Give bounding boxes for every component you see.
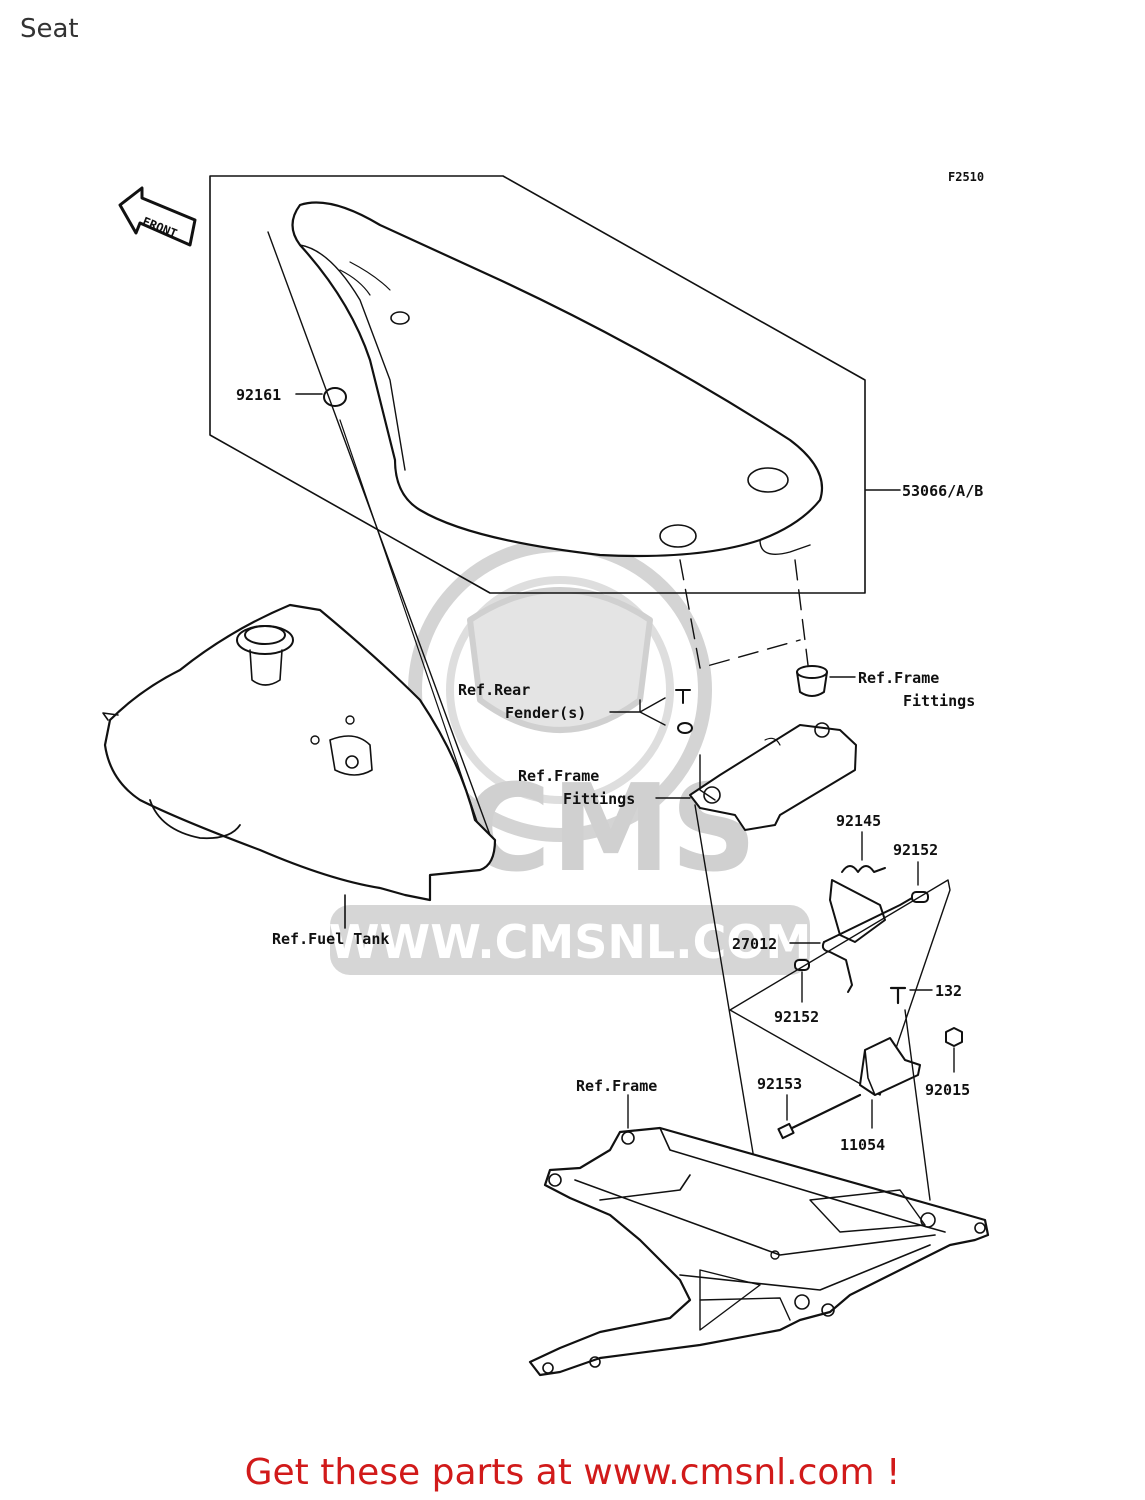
nut-92015 — [945, 1027, 963, 1047]
label-92152-upper: 92152 — [893, 841, 938, 859]
rear-fender-bolt — [675, 689, 691, 704]
cms-watermark: CMS WWW.CMSNL.COM — [329, 538, 812, 975]
label-ref-frame-fittings-mid-1: Ref.Frame — [518, 767, 599, 785]
page-title: Seat — [20, 14, 79, 44]
seat — [291, 201, 824, 558]
label-92152-lower: 92152 — [774, 1008, 819, 1026]
label-ref-rear-fender-1: Ref.Rear — [458, 681, 530, 699]
label-ref-rear-fender-2: Fender(s) — [505, 704, 586, 722]
spring-92145 — [841, 865, 886, 873]
label-ref-fuel-tank: Ref.Fuel Tank — [272, 930, 389, 948]
rear-fender-washer — [677, 722, 693, 734]
label-92145: 92145 — [836, 812, 881, 830]
label-92161: 92161 — [236, 386, 281, 404]
label-132: 132 — [935, 982, 962, 1000]
seat-assembly-outline — [209, 175, 866, 594]
rear-frame — [528, 1126, 990, 1377]
front-arrow-icon: FRONT — [118, 186, 197, 247]
label-92153: 92153 — [757, 1075, 802, 1093]
diagram-code: F2510 — [948, 170, 984, 184]
footer-link[interactable]: Get these parts at www.cmsnl.com ! — [244, 1452, 901, 1493]
collar-92152-lower — [794, 959, 810, 971]
grommet-92161 — [323, 387, 347, 407]
label-92015: 92015 — [925, 1081, 970, 1099]
label-27012: 27012 — [732, 935, 777, 953]
label-11054: 11054 — [840, 1136, 885, 1154]
label-ref-frame: Ref.Frame — [576, 1077, 657, 1095]
bracket-11054 — [859, 1037, 921, 1096]
watermark-url: WWW.CMSNL.COM — [329, 915, 812, 969]
label-ref-frame-fittings-top-1: Ref.Frame — [858, 669, 939, 687]
frame-fitting-housing — [689, 722, 857, 831]
frame-fitting-bushing — [796, 665, 828, 697]
label-ref-frame-fittings-mid-2: Fittings — [563, 790, 635, 808]
fuel-tank — [102, 603, 497, 902]
latch-27012 — [821, 879, 913, 993]
bolt-92153 — [786, 1093, 862, 1132]
label-53066: 53066/A/B — [902, 482, 983, 500]
bolt-132 — [889, 986, 907, 1005]
label-ref-frame-fittings-top-2: Fittings — [903, 692, 975, 710]
